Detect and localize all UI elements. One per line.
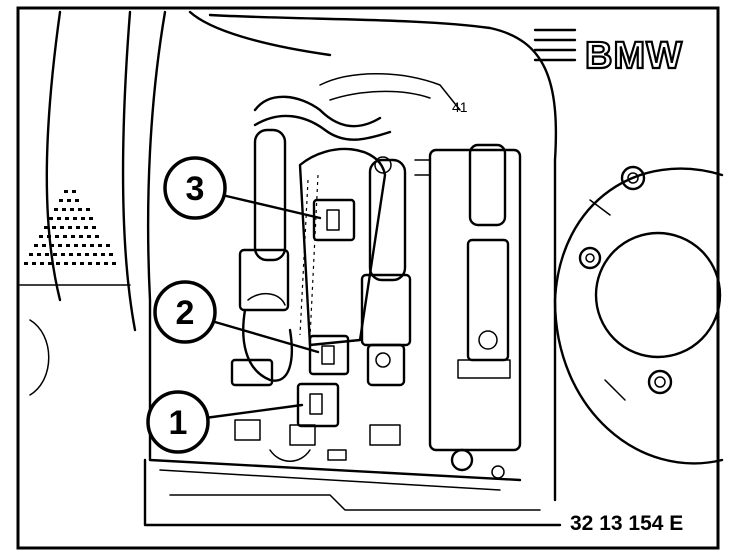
left-cylinder-assembly xyxy=(230,128,293,387)
hatch-dot xyxy=(75,199,79,202)
hatch-dot xyxy=(49,217,53,220)
component-1 xyxy=(296,382,340,428)
left-fender xyxy=(19,10,137,396)
hatch-dot xyxy=(71,235,75,238)
right-relay-box xyxy=(414,143,522,479)
hatch-dot xyxy=(81,217,85,220)
hatch-dot xyxy=(70,208,74,211)
hatch-dot xyxy=(34,244,38,247)
callout-1-label: 1 xyxy=(169,404,188,442)
hatch-dot xyxy=(73,217,77,220)
hatch-dot xyxy=(32,262,36,265)
hatch-dot xyxy=(61,253,65,256)
hatch-dot xyxy=(53,253,57,256)
hatch-dot xyxy=(84,226,88,229)
hatch-dot xyxy=(44,226,48,229)
hatch-dot xyxy=(89,217,93,220)
hatch-dot xyxy=(42,244,46,247)
hatch-dot xyxy=(86,208,90,211)
hatch-dot xyxy=(72,190,76,193)
hatch-dot xyxy=(72,262,76,265)
logo-stripes xyxy=(533,28,577,62)
hatch-dot xyxy=(50,244,54,247)
hatch-dot xyxy=(65,217,69,220)
hatch-dot xyxy=(79,235,83,238)
leader-lines xyxy=(203,193,322,420)
hatch-dot xyxy=(56,262,60,265)
hatch-dot xyxy=(74,244,78,247)
hatch-dot xyxy=(88,262,92,265)
reference-code: 32 13 154 E xyxy=(570,512,683,535)
hatch-dot xyxy=(106,244,110,247)
hatch-dot xyxy=(93,253,97,256)
engine-bay-housing xyxy=(143,10,562,527)
hatch-dot xyxy=(80,262,84,265)
hatch-dot xyxy=(66,244,70,247)
hatch-dot xyxy=(63,235,67,238)
hatch-dot xyxy=(78,208,82,211)
hatch-dot xyxy=(55,235,59,238)
hatch-dot xyxy=(104,262,108,265)
hatch-dot xyxy=(40,262,44,265)
hatch-dot xyxy=(67,199,71,202)
hatch-dot xyxy=(60,226,64,229)
hatch-dot xyxy=(37,253,41,256)
hatch-dot xyxy=(59,199,63,202)
middle-cylinder-assembly xyxy=(360,156,412,387)
center-panel xyxy=(298,147,387,347)
hatch-dot xyxy=(101,253,105,256)
hatch-dot xyxy=(90,244,94,247)
hatch-dot xyxy=(112,262,116,265)
hatch-dot xyxy=(87,235,91,238)
figure-frame xyxy=(16,6,720,550)
hatch-dot xyxy=(39,235,43,238)
hatch-dot xyxy=(54,208,58,211)
hatch-dot xyxy=(62,208,66,211)
hatch-dot xyxy=(96,262,100,265)
hatch-dot xyxy=(45,253,49,256)
callout-2: 2 xyxy=(153,280,217,344)
hatch-dot xyxy=(109,253,113,256)
svg-text:41: 41 xyxy=(452,99,468,115)
hatch-dot xyxy=(82,244,86,247)
brand-logo: BMW xyxy=(585,35,683,77)
callout-2-label: 2 xyxy=(176,294,195,332)
hatch-dot xyxy=(29,253,33,256)
strut-mount xyxy=(553,165,724,465)
hatch-dot xyxy=(69,253,73,256)
hatch-dot xyxy=(48,262,52,265)
upper-hoses: 41 xyxy=(253,73,468,141)
hatch-dot xyxy=(68,226,72,229)
hatch-dot xyxy=(57,217,61,220)
hatch-dot xyxy=(76,226,80,229)
hatch-dot xyxy=(24,262,28,265)
component-2 xyxy=(308,334,350,376)
callout-3-label: 3 xyxy=(186,170,205,208)
hatch-dot xyxy=(85,253,89,256)
callout-1: 1 xyxy=(146,390,210,454)
hatch-dot xyxy=(47,235,51,238)
hatch-dot xyxy=(58,244,62,247)
hatch-dot xyxy=(64,262,68,265)
component-3 xyxy=(312,198,356,242)
hatch-dot xyxy=(64,190,68,193)
hatch-dot xyxy=(77,253,81,256)
hatch-dot xyxy=(92,226,96,229)
callout-3: 3 xyxy=(163,156,227,220)
hatch-dot xyxy=(95,235,99,238)
hatch-dot xyxy=(52,226,56,229)
hatch-dot xyxy=(98,244,102,247)
